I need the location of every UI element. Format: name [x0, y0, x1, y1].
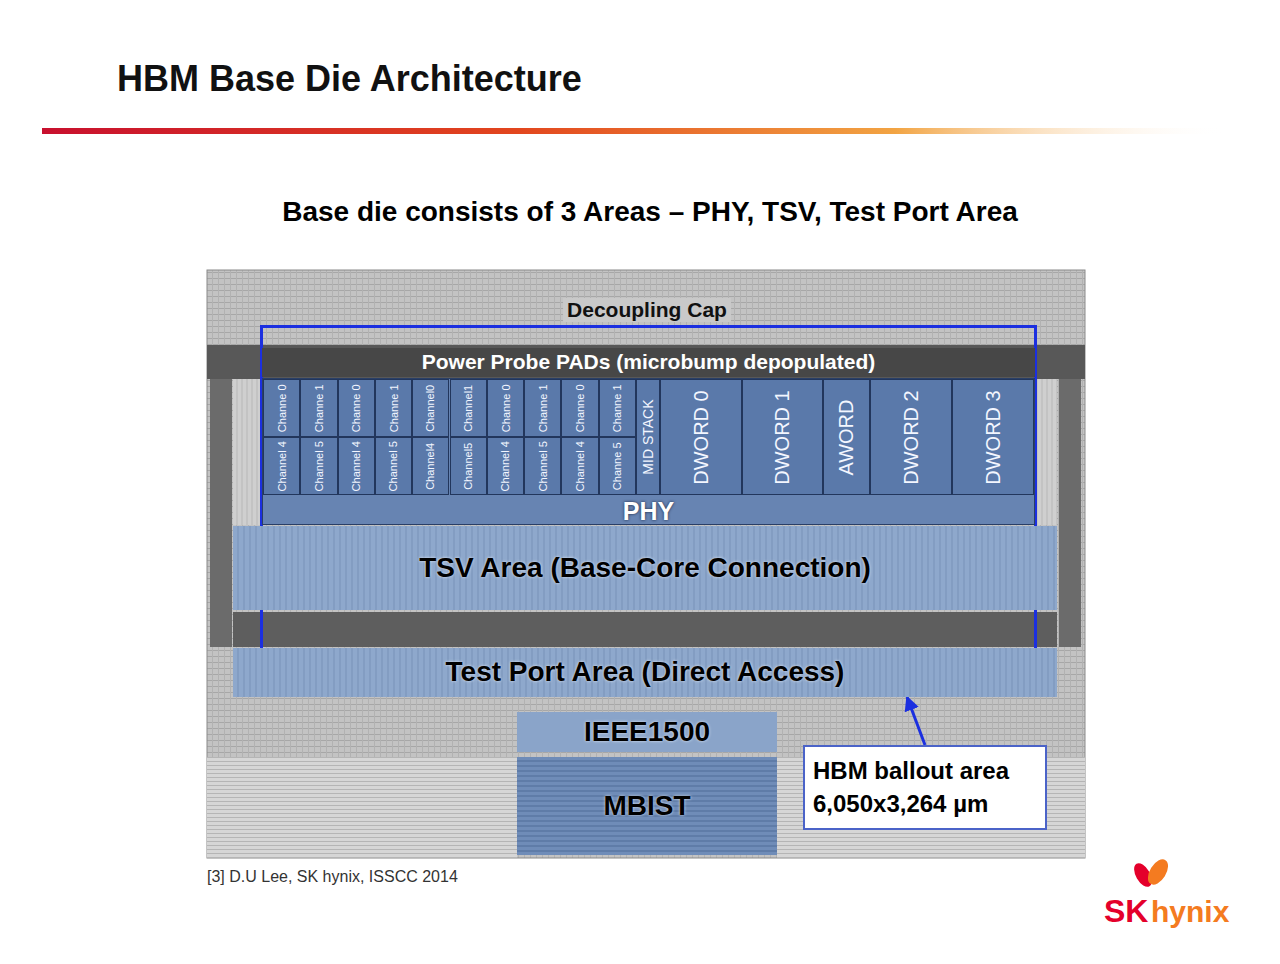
rotated-label: AWORD	[835, 399, 858, 475]
rotated-label: Channel4	[425, 442, 438, 489]
rotated-label: Channel 5	[387, 441, 400, 491]
channel-cell: Channe 1	[524, 379, 561, 437]
ballout-outline: Power Probe PADs (microbump depopulated)…	[260, 325, 1037, 697]
rotated-label: Channe 1	[387, 384, 400, 432]
channel-cell: Channe 1	[300, 379, 337, 437]
die-dark-band	[233, 612, 1057, 647]
channel-cell: Channel0	[412, 379, 449, 437]
die-photo	[207, 270, 1085, 858]
channel-cell: Channe 5	[599, 437, 636, 495]
tsv-band: TSV Area (Base-Core Connection)	[233, 526, 1057, 610]
ieee1500-block: IEEE1500	[517, 712, 777, 752]
rotated-label: Channe 0	[574, 384, 587, 432]
rotated-label: DWORD 3	[982, 390, 1005, 484]
channel-cell: Channel 4	[263, 437, 300, 495]
rotated-label: Channel 4	[499, 441, 512, 491]
region-label: IEEE1500	[584, 716, 710, 748]
die-texture	[233, 379, 1057, 525]
phy-region: PHY Channe 0 Channe 1 Channe 0 Channe 1 Chann…	[262, 378, 1035, 525]
rotated-label: Channe 0	[350, 384, 363, 432]
channel-cell: Channe 1	[375, 379, 412, 437]
rotated-label: DWORD 2	[900, 390, 923, 484]
mbist-block: MBIST	[517, 757, 777, 855]
slide-title: HBM Base Die Architecture	[117, 58, 582, 99]
rotated-label: Channe 1	[313, 384, 326, 432]
reference-note: [3] D.U Lee, SK hynix, ISSCC 2014	[207, 868, 458, 886]
probe-pad-band: Power Probe PADs (microbump depopulated)	[262, 348, 1035, 377]
logo-butterfly	[1144, 856, 1172, 888]
rotated-label: Channel1	[462, 384, 475, 431]
aword-cell: AWORD	[823, 379, 870, 495]
subtitle: Base die consists of 3 Areas – PHY, TSV,…	[282, 196, 1018, 228]
die-dark-band	[1059, 379, 1081, 647]
region-label: Power Probe PADs (microbump depopulated)	[422, 350, 876, 374]
test-port-band: Test Port Area (Direct Access)	[233, 648, 1057, 697]
dword-cell: DWORD 2	[870, 379, 952, 495]
rotated-label: DWORD 1	[771, 390, 794, 484]
dword-cell: DWORD 0	[660, 379, 742, 495]
channel-cell: Channe 0	[263, 379, 300, 437]
rotated-label: Channel 5	[313, 441, 326, 491]
rotated-label: Channel 4	[574, 441, 587, 491]
channel-cell: Channel 4	[338, 437, 375, 495]
channel-cell: Channe 1	[599, 379, 636, 437]
channel-cell: Channel5	[450, 437, 487, 495]
channel-cell: Channe 0	[561, 379, 598, 437]
title-rule	[42, 128, 1227, 134]
callout-arrow	[907, 697, 925, 745]
rotated-label: Channe 1	[611, 384, 624, 432]
dword-cell: DWORD 1	[742, 379, 823, 495]
rotated-label: Channel0	[425, 384, 438, 431]
region-label: Test Port Area (Direct Access)	[446, 656, 845, 688]
channel-cell: Channe 0	[487, 379, 524, 437]
callout-box: HBM ballout area 6,050x3,264 µm	[803, 745, 1047, 830]
rotated-label: Channe 0	[275, 384, 288, 432]
mid-stack-cell: MID STACK	[636, 379, 660, 495]
channel-cell: Channel1	[450, 379, 487, 437]
rotated-label: Channel 5	[536, 441, 549, 491]
rotated-label: Channe 0	[499, 384, 512, 432]
dword-cell: DWORD 3	[952, 379, 1034, 495]
channel-cell: Channel 5	[524, 437, 561, 495]
channel-cell: Channe 0	[338, 379, 375, 437]
region-label: PHY	[623, 499, 674, 524]
channel-cell: Channel 4	[487, 437, 524, 495]
channel-cell: Channel4	[412, 437, 449, 495]
channel-cell: Channel 4	[561, 437, 598, 495]
die-dark-band	[210, 379, 232, 647]
rotated-label: DWORD 0	[690, 390, 713, 484]
rotated-label: Channe 1	[536, 384, 549, 432]
logo-text: SK	[1104, 893, 1148, 930]
region-label: TSV Area (Base-Core Connection)	[419, 552, 871, 584]
rotated-label: Channel 4	[275, 441, 288, 491]
rotated-label: Channel5	[462, 442, 475, 489]
region-label: MBIST	[603, 790, 690, 822]
rotated-label: Channe 5	[611, 442, 624, 490]
rotated-label: Channel 4	[350, 441, 363, 491]
die-texture	[207, 757, 517, 858]
channel-cell: Channel 5	[375, 437, 412, 495]
channel-cell: Channel 5	[300, 437, 337, 495]
region-label: Decoupling Cap	[563, 298, 731, 322]
region-label: HBM ballout area 6,050x3,264 µm	[813, 755, 1037, 820]
logo-text: hynix	[1151, 895, 1229, 930]
die-dark-band	[207, 345, 1085, 379]
rotated-label: MID STACK	[640, 399, 656, 474]
